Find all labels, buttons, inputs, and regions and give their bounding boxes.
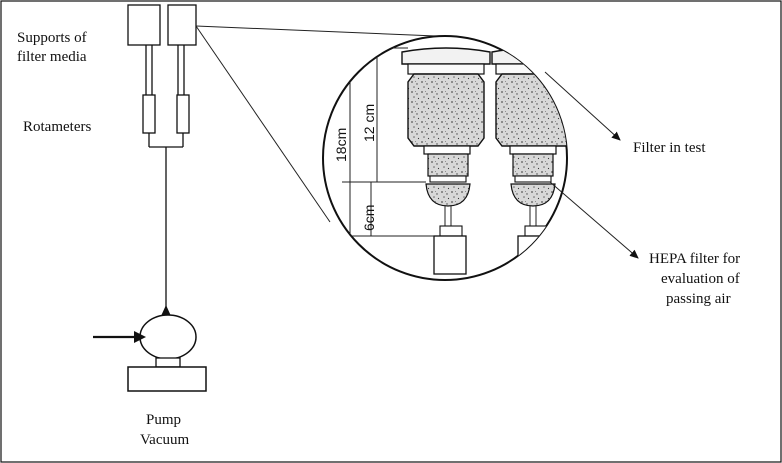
support-tubes [145, 45, 185, 95]
supports-label-line2: filter media [17, 49, 87, 65]
vacuum-line [148, 133, 184, 316]
rotameters [142, 94, 190, 134]
hepa-label-line1: HEPA filter for [649, 251, 740, 267]
filter-in-test-label: Filter in test [633, 140, 706, 156]
rotameters-label: Rotameters [23, 119, 91, 135]
dimension-total-label: 18cm [333, 128, 349, 162]
filter-supports [127, 4, 197, 46]
dimension-upper-label: 12 cm [361, 104, 377, 142]
filter-holder-left [401, 47, 491, 275]
callout-leaders [544, 71, 639, 259]
pump-label: Pump [146, 412, 181, 428]
zoom-connectors [195, 25, 437, 223]
magnified-view [322, 35, 568, 281]
hepa-label-line2: evaluation of [661, 271, 740, 287]
hepa-label-line3: passing air [666, 291, 731, 307]
dimension-lower-label: 6cm [361, 205, 377, 231]
vacuum-label: Vacuum [140, 432, 189, 448]
supports-label-line1: Supports of [17, 30, 87, 46]
vacuum-pump [93, 314, 207, 392]
